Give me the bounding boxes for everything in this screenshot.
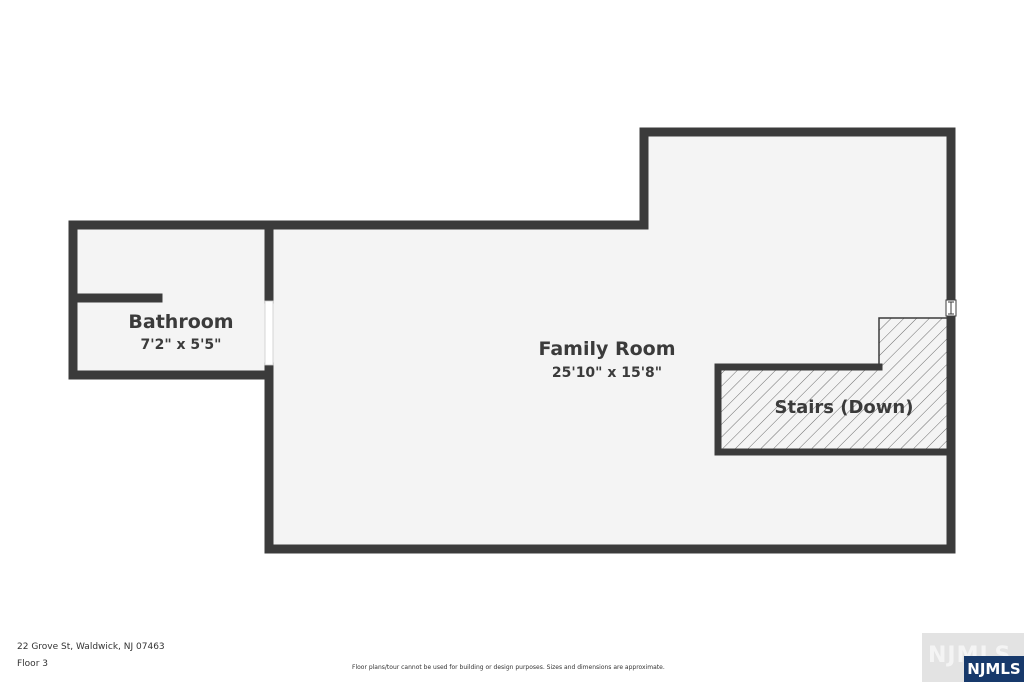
bathroom-wall: [68, 220, 274, 380]
disclaimer-text: Floor plans/tour cannot be used for buil…: [352, 664, 665, 671]
njmls-logo: NJMLS NJMLS: [922, 633, 1024, 682]
logo-badge: NJMLS: [964, 656, 1024, 682]
stairs-outline: [878, 317, 947, 367]
family-room-wall: [264, 127, 956, 554]
bathroom-door-opening: [264, 300, 274, 366]
family-room-label: Family Room: [538, 338, 675, 360]
walls: [68, 127, 956, 554]
stairs-wall: [714, 363, 951, 456]
stairs-label: Stairs (Down): [775, 397, 914, 418]
family-room-dimensions: 25'10" x 15'8": [552, 365, 662, 381]
wall-marker-icon: [945, 299, 957, 317]
bathroom-label: Bathroom: [128, 311, 233, 333]
stairs-area: [718, 318, 947, 452]
property-address: 22 Grove St, Waldwick, NJ 07463: [17, 642, 165, 652]
bathroom-dimensions: 7'2" x 5'5": [141, 337, 222, 353]
floor-label: Floor 3: [17, 659, 48, 669]
